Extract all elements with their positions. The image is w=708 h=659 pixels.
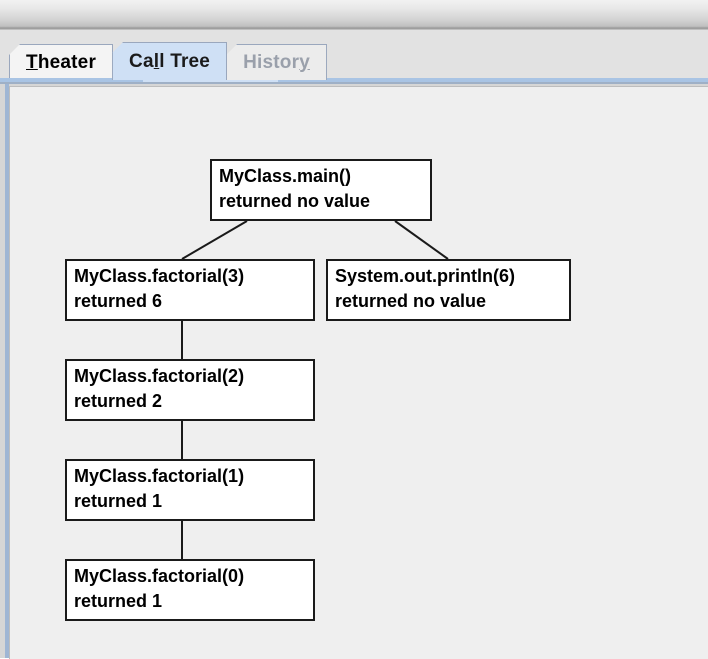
call-tree-node-call: MyClass.factorial(1) <box>74 466 245 486</box>
call-tree-node-call: System.out.println(6) <box>335 266 516 286</box>
call-tree-node-result: returned 6 <box>74 291 163 311</box>
call-tree-node[interactable]: MyClass.main() returned no value <box>210 159 432 221</box>
call-tree-node-result: returned no value <box>335 291 487 311</box>
call-tree-node[interactable]: MyClass.factorial(1) returned 1 <box>65 459 315 521</box>
call-tree-edge <box>394 220 449 260</box>
call-tree-node-result: returned 1 <box>74 491 163 511</box>
tab-strip: Theater Call Tree History <box>0 30 708 80</box>
panel-left-border <box>5 84 9 658</box>
tab-call-tree-label: Call Tree <box>129 50 211 72</box>
call-tree-node[interactable]: MyClass.factorial(3) returned 6 <box>65 259 315 321</box>
tab-strip-underline <box>0 78 708 82</box>
call-tree-node-result: returned 1 <box>74 591 163 611</box>
call-tree-node-call: MyClass.factorial(3) <box>74 266 245 286</box>
call-tree-node-result: returned 2 <box>74 391 163 411</box>
tab-theater[interactable]: Theater <box>9 44 114 80</box>
tab-strip-edge <box>0 82 708 84</box>
tab-history-label: History <box>243 51 310 73</box>
tab-list: Theater Call Tree History <box>9 38 327 80</box>
tab-theater-label: Theater <box>26 51 97 73</box>
tab-call-tree[interactable]: Call Tree <box>112 42 228 80</box>
call-tree-node[interactable]: MyClass.factorial(2) returned 2 <box>65 359 315 421</box>
call-tree-node[interactable]: System.out.println(6) returned no value <box>326 259 571 321</box>
tab-selected-underline <box>143 78 278 82</box>
call-tree-node[interactable]: MyClass.factorial(0) returned 1 <box>65 559 315 621</box>
call-tree-edge <box>181 220 248 260</box>
call-tree-node-result: returned no value <box>219 191 371 211</box>
window-title-bar <box>0 0 708 28</box>
title-bar-divider <box>0 28 708 30</box>
call-tree-node-call: MyClass.main() <box>219 166 352 186</box>
call-tree-node-call: MyClass.factorial(0) <box>74 566 245 586</box>
tab-history: History <box>226 44 327 80</box>
call-tree-node-call: MyClass.factorial(2) <box>74 366 245 386</box>
